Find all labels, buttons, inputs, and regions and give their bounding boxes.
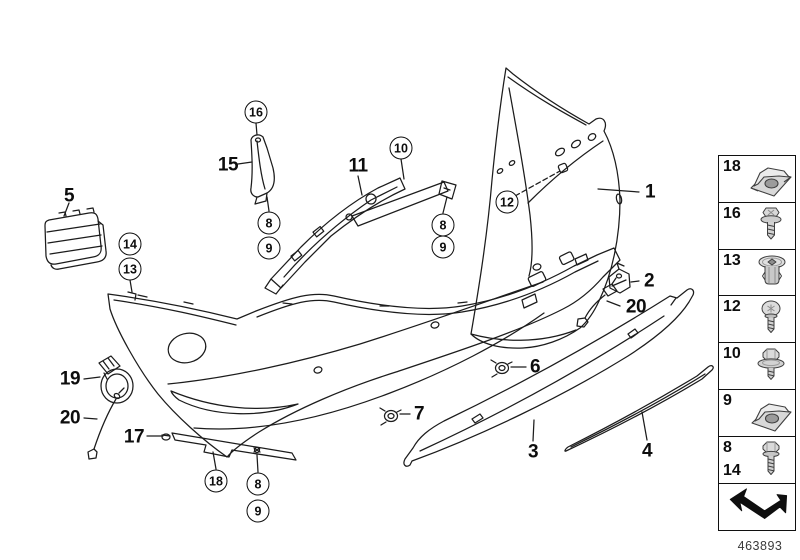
callout-circled-16[interactable]: 16: [244, 100, 268, 124]
callout-3[interactable]: 3: [527, 441, 539, 463]
part-1-rear-bumper-panel: [470, 67, 623, 349]
part-20-cable-right: [576, 277, 618, 328]
sidebar-item-label: 12: [723, 298, 741, 316]
part-15-bracket-strip: [250, 134, 275, 205]
part-11-mounting-bracket: [264, 177, 457, 295]
hex-screw-icon: [762, 441, 780, 475]
sidebar-item-label: 8: [723, 438, 732, 456]
callout-19[interactable]: 19: [59, 368, 81, 390]
leader-dashed-12: [514, 170, 561, 197]
part-6-grommet: [490, 359, 513, 378]
callout-circled-8-lower[interactable]: 8: [246, 472, 270, 496]
callout-20-left[interactable]: 20: [59, 407, 81, 429]
sidebar-item-label2: 14: [723, 461, 741, 479]
clip-nut-icon: [750, 167, 792, 197]
part-20-cable-left: [87, 387, 125, 460]
sidebar-item-direction[interactable]: [718, 482, 796, 532]
sidebar-item-16[interactable]: 16: [718, 201, 796, 251]
clip-nut-icon: [751, 403, 792, 432]
sidebar-item-9[interactable]: 9: [718, 389, 796, 438]
callout-4[interactable]: 4: [641, 440, 653, 462]
callout-17[interactable]: 17: [123, 426, 145, 448]
sidebar-item-label: 18: [723, 158, 741, 175]
callout-circled-9-mid[interactable]: 9: [431, 235, 455, 259]
part-3-lower-trim-strip: [403, 288, 695, 467]
direction-arrow-icon: [729, 488, 788, 519]
callout-circled-8-mid[interactable]: 8: [431, 213, 455, 237]
part-5-grille: [44, 207, 107, 270]
sidebar-item-12[interactable]: 12: [718, 295, 796, 344]
callout-circled-8-upper[interactable]: 8: [257, 211, 281, 235]
callout-circled-12[interactable]: 12: [495, 190, 519, 214]
screw-with-washer-icon: [760, 207, 782, 240]
document-number: 463893: [737, 539, 783, 553]
leader-lines: [63, 122, 648, 473]
sidebar-item-label: 13: [723, 251, 741, 269]
pan-head-screw-icon: [761, 300, 781, 334]
part-2-bracket: [608, 262, 631, 294]
callout-circled-14[interactable]: 14: [118, 232, 142, 256]
expansion-rivet-icon: [758, 255, 786, 285]
part-4-protective-strip: [564, 365, 714, 452]
part-19-round-cover: [98, 355, 134, 404]
callout-15[interactable]: 15: [217, 154, 239, 176]
sidebar-item-18[interactable]: 18: [718, 155, 796, 204]
part-7-clip: [379, 407, 402, 426]
sidebar-item-label: 10: [723, 345, 741, 363]
sidebar-item-10[interactable]: 10: [718, 342, 796, 391]
hex-bolt-with-washer-icon: [757, 348, 785, 381]
part-17-support-strip: [161, 432, 297, 461]
callout-7[interactable]: 7: [413, 403, 425, 425]
callout-5[interactable]: 5: [63, 185, 75, 207]
sidebar-item-8-14[interactable]: 8 14: [718, 435, 796, 485]
callout-20-right[interactable]: 20: [625, 296, 647, 318]
fastener-sidebar: 18 16: [718, 155, 796, 532]
callout-1[interactable]: 1: [644, 181, 656, 203]
callout-circled-10[interactable]: 10: [389, 136, 413, 160]
callout-2[interactable]: 2: [643, 270, 655, 292]
callout-circled-18[interactable]: 18: [204, 469, 228, 493]
callout-circled-13[interactable]: 13: [118, 257, 142, 281]
bumper-front-view: [107, 247, 621, 458]
sidebar-item-label: 16: [723, 204, 741, 222]
sidebar-item-13[interactable]: 13: [718, 248, 796, 298]
callout-circled-9-lower[interactable]: 9: [246, 499, 270, 523]
callout-6[interactable]: 6: [529, 356, 541, 378]
callout-circled-9-upper[interactable]: 9: [257, 236, 281, 260]
sidebar-item-label: 9: [723, 392, 732, 410]
callout-11[interactable]: 11: [348, 155, 368, 177]
